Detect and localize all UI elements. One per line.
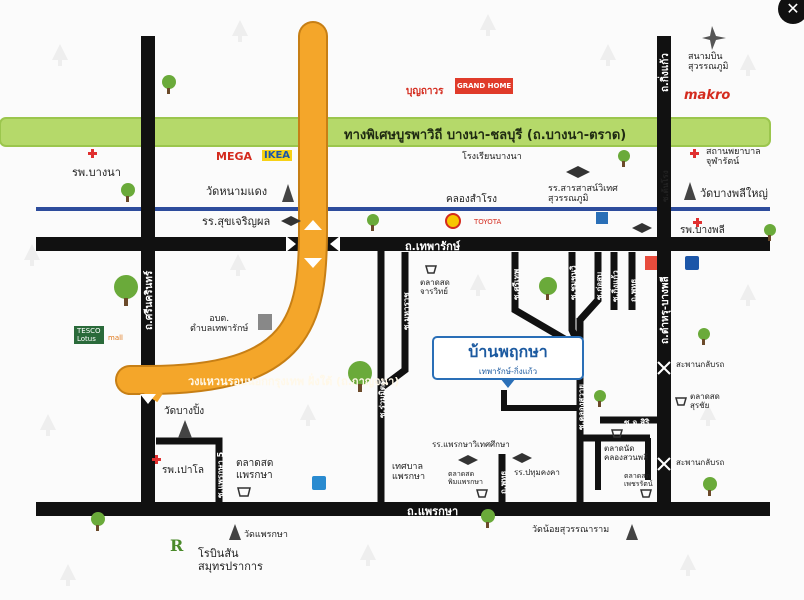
mega-logo: MEGA <box>216 150 253 163</box>
overpass-2-label: สะพานกลับรถ <box>676 458 725 467</box>
thepharak-road-label: ถ.เทพารักษ์ <box>405 240 461 253</box>
shop-square-2 <box>312 476 326 490</box>
u-turn-markers <box>657 361 671 471</box>
praeksa-market-label: ตลาดสด แพรกษา <box>236 458 274 481</box>
wat-bangphli-yai-label: วัดบางพลีใหญ่ <box>700 187 768 200</box>
soi-praeksa-inner-label: ถ.พุทธ <box>499 470 508 494</box>
khlong-samrong-label: คลองสำโรง <box>446 194 498 205</box>
bunthavorn-logo: บุญถาวร <box>406 86 444 97</box>
overpass-1-label: สะพานกลับรถ <box>676 360 725 369</box>
soi-d-label: ซ.กิ่งแก้ว <box>611 270 620 302</box>
ring-arrows <box>140 220 340 404</box>
soi-b-label: ซ.ชุมชนวิ <box>569 265 578 300</box>
bangna-hospital-label: รพ.บางนา <box>72 166 121 179</box>
praeksa-municipality-label: เทศบาล แพรกษา <box>392 462 426 483</box>
school-icons <box>281 166 652 465</box>
wat-nanang-label: วัดหนามแดง <box>206 185 268 198</box>
srinakarin-road-label: ถ.ศรีนครินทร์ <box>144 270 155 330</box>
sukjaroen-school-label: รร.สุขเจริญผล <box>202 215 271 228</box>
shell-icon <box>445 213 461 229</box>
soi-mahachai-label: ซ.ร่วมมิตร <box>378 380 387 418</box>
grandhome-logo: GRAND HOME <box>455 78 514 94</box>
makro-logo: makro <box>684 88 731 103</box>
hospital-icons <box>88 149 702 464</box>
bangplu-hospital-label: รพ.เปาโล <box>162 465 205 476</box>
toyota-label: TOYOTA <box>474 218 502 226</box>
robinson-label: โรบินสัน สมุทรปราการ <box>198 547 263 573</box>
lotus-mall-label: mall <box>108 334 123 342</box>
soi-bangpu-label: ซ.มหาราช <box>402 292 411 330</box>
bangna-highway-band <box>0 117 771 147</box>
khlong-sawai-road-label: ซ.คลองสวาย <box>577 384 586 430</box>
outer-ring-road-label: วงแหวนรอบนอกกรุงเทพ ฝั่งใต้ (ถ.กาญจนา) <box>188 375 400 388</box>
market-phetrat-label: ตลาดสด เพชรรัตน์ <box>624 472 653 489</box>
trees <box>91 75 776 531</box>
tesco-lotus-label: TESCO Lotus <box>74 326 104 345</box>
assumption-school-label: รร.สารสาสน์วิเทศ สุวรรณภูมิ <box>548 184 618 205</box>
tamru-bangphli-road-label: ถ.ตำหรุ-บางพลี <box>660 276 671 344</box>
project-callout[interactable]: บ้านพฤกษา เทพารักษ์-กิ่งแก้ว <box>432 336 584 388</box>
shop-square-3 <box>685 256 699 270</box>
market-icons <box>237 265 687 498</box>
robinson-logo: R <box>170 536 184 555</box>
office-building <box>258 314 272 330</box>
suvarnabhumi-airport-label: สนามบิน สุวรรณภูมิ <box>688 52 729 73</box>
wat-noi-label: วัดน้อยสุวรรณาราม <box>532 525 610 535</box>
market-khlongsuan-label: ตลาดนัด คลองสวนพลี <box>604 444 648 463</box>
temple-icons <box>178 182 696 540</box>
chosiri-road-label: ซ.จ.สิริ <box>624 418 650 427</box>
soi-a-label: ซ.ศรีเทพ <box>512 268 521 300</box>
bangna-highway-label: ทางพิเศษบูรพาวิถี บางนา-ชลบุรี (ถ.บางนา-… <box>344 128 627 143</box>
pk-road-label: ถ.พุทธ <box>629 278 638 302</box>
wat-bangpung-label: วัดบางปิ้ง <box>164 406 205 417</box>
tonlong-road-label: ซ.ต้นโรง <box>661 170 670 202</box>
project-subtitle: เทพารักษ์-กิ่งแก้ว <box>478 367 538 376</box>
outer-ring-road <box>115 21 328 395</box>
close-button[interactable]: ✕ <box>778 0 804 24</box>
bunkhongka-school-label: รร.ปทุมคงคา <box>514 468 560 477</box>
bangna-school-label: โรงเรียนบางนา <box>462 152 522 162</box>
shop-square-4 <box>645 256 657 270</box>
project-title: บ้านพฤกษา <box>468 342 548 361</box>
praeksa-market2-label: ตลาดสด พิมแพรกษา <box>448 470 483 487</box>
wat-praeksa-label: วัดแพรกษา <box>244 530 288 540</box>
praeksa5-road-label: ซ.แพรกษา 5 <box>216 451 225 498</box>
bangphli-hospital-label: รพ.บางพลี <box>680 225 725 236</box>
soi-c-label: ซ.ก่อสุบ <box>595 271 604 300</box>
shop-square-1 <box>596 212 608 224</box>
background-trees <box>24 14 756 586</box>
market-charoenwit-label: ตลาดสด จารวิทย์ <box>420 278 450 297</box>
ikea-logo: IKEA <box>262 150 293 161</box>
kingkaew-road-label: ถ.กิ่งแก้ว <box>660 53 671 92</box>
praeksa-road-label: ถ.แพรกษา <box>407 505 459 518</box>
market-surat-label: ตลาดสด สุรชัย <box>690 392 720 411</box>
praeksa-school-label: รร.แพรกษาวิเทศศึกษา <box>432 440 510 449</box>
chulaborn-hospital-label: สถานพยาบาล จุฬารัตน์ <box>706 147 761 168</box>
thepharak-office-label: อบต. ตำบลเทพารักษ์ <box>190 314 249 335</box>
airport-plane-shape <box>702 26 726 50</box>
